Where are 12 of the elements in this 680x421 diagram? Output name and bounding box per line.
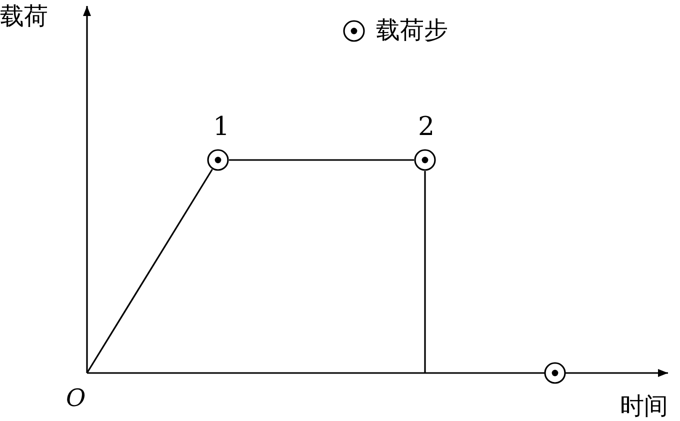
load-step-marker xyxy=(414,149,436,171)
origin-label: O xyxy=(66,386,86,410)
load-curve-line xyxy=(229,159,414,161)
axis-label: 时间 xyxy=(620,394,668,418)
load-curve-line xyxy=(86,168,213,374)
axis-label: 载荷 xyxy=(0,4,48,28)
load-curve-line xyxy=(424,171,426,373)
step-number: 2 xyxy=(418,114,435,140)
legend-label: 载荷步 xyxy=(376,18,448,42)
load-step-marker xyxy=(544,362,566,384)
load-step-marker xyxy=(207,149,229,171)
step-number: 1 xyxy=(213,114,230,140)
